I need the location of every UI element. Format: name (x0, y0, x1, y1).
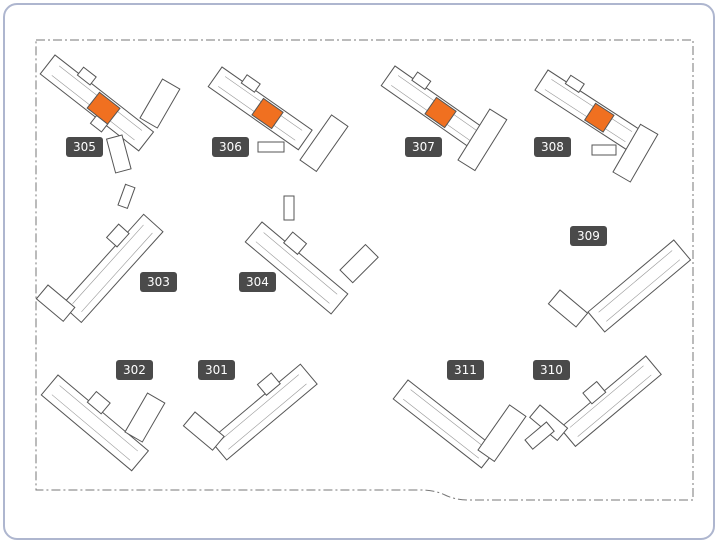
building-308[interactable] (534, 63, 646, 152)
building-303[interactable] (53, 206, 164, 324)
unit-highlight (86, 91, 121, 125)
building-305[interactable] (35, 49, 158, 157)
building-307-wing (457, 108, 508, 172)
building-305-wing (139, 78, 181, 129)
badge-301[interactable]: 301 (198, 360, 235, 380)
site-boundary (35, 39, 694, 501)
badge-302[interactable]: 302 (116, 360, 153, 380)
building-303-tail (117, 183, 136, 210)
building-308-tail (591, 144, 617, 156)
building-309[interactable] (587, 239, 692, 333)
building-310-tail (524, 421, 555, 450)
badge-304[interactable]: 304 (239, 272, 276, 292)
building-301[interactable] (202, 355, 318, 461)
badge-311[interactable]: 311 (447, 360, 484, 380)
building-306-wing (299, 114, 349, 173)
badge-309[interactable]: 309 (570, 226, 607, 246)
badge-307[interactable]: 307 (405, 137, 442, 157)
badge-306[interactable]: 306 (212, 137, 249, 157)
unit-highlight (424, 96, 457, 129)
building-305-tail (105, 134, 132, 174)
building-304[interactable] (244, 213, 355, 315)
badge-305[interactable]: 305 (66, 137, 103, 157)
building-311[interactable] (392, 379, 497, 469)
building-301-wing (182, 411, 225, 451)
building-302-wing (124, 392, 166, 443)
building-306-tail (257, 141, 285, 153)
building-309-wing (547, 289, 589, 328)
badge-308[interactable]: 308 (534, 137, 571, 157)
building-304-wing (339, 243, 379, 284)
building-304-tail (283, 195, 295, 221)
building-302[interactable] (40, 366, 156, 472)
unit-highlight (251, 97, 284, 130)
building-310[interactable] (552, 347, 662, 448)
unit-highlight (583, 102, 615, 133)
building-303-wing (35, 284, 76, 322)
badge-303[interactable]: 303 (140, 272, 177, 292)
building-306[interactable] (207, 60, 316, 151)
badge-310[interactable]: 310 (533, 360, 570, 380)
building-308-wing (612, 123, 659, 183)
building-311-wing (477, 404, 527, 463)
